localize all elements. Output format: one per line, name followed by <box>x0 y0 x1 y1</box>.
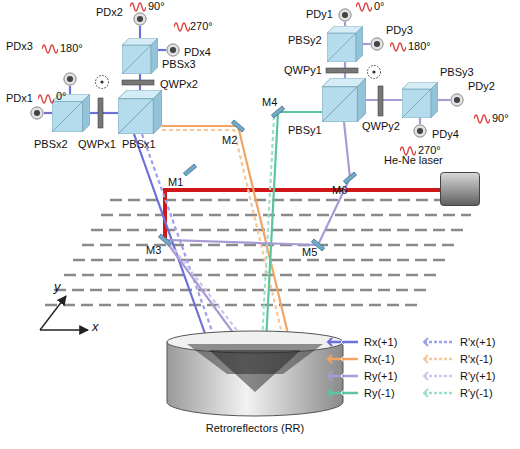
legend-line <box>424 392 454 395</box>
axis-label: x <box>92 320 99 333</box>
legend-line <box>328 358 358 361</box>
phase-label: 90° <box>148 0 165 13</box>
qwp-label: QWPy2 <box>362 120 400 133</box>
retroreflector-shape <box>165 330 345 420</box>
legend-text: Ry(+1) <box>364 370 397 382</box>
legend-arrowhead <box>328 338 332 346</box>
mirror-label: M4 <box>262 96 277 109</box>
prism-shape <box>209 350 301 392</box>
retroreflector: Retroreflectors (RR) <box>165 330 345 420</box>
legend-chevron <box>437 373 440 379</box>
pbs-label: PBSy1 <box>288 124 322 137</box>
legend-chevron <box>341 390 344 396</box>
legend: Rx(+1) R'x(+1) Rx(-1) R'x(-1) Ry(+1) R'y(+1) R… <box>326 336 520 408</box>
legend-arrowhead <box>328 389 332 397</box>
legend-text: Rx(-1) <box>364 353 395 365</box>
phase-label: 90° <box>492 112 509 125</box>
axis-label: y <box>54 280 61 293</box>
laser-housing <box>441 173 480 206</box>
node-label: Retroreflectors (RR) <box>165 422 345 435</box>
pbs-label: PBSx1 <box>122 138 156 151</box>
legend-text: R'y(-1) <box>460 387 493 399</box>
legend-line <box>424 358 454 361</box>
detector-label: PDx1 <box>6 92 33 105</box>
laser-body <box>440 172 480 206</box>
qwp-label: QWPx1 <box>78 138 116 151</box>
legend-swatch <box>422 354 456 364</box>
mirror-label: M6 <box>332 184 347 197</box>
legend-chevron <box>341 339 344 345</box>
cylinder-body <box>167 342 343 416</box>
phase-label: 180° <box>60 42 83 55</box>
legend-item: Rx(+1) <box>326 336 397 348</box>
legend-swatch <box>326 388 360 398</box>
legend-arrowhead <box>328 372 332 380</box>
legend-chevron <box>437 356 440 362</box>
legend-arrowhead <box>424 389 428 397</box>
legend-chevron <box>437 390 440 396</box>
legend-line <box>424 375 454 378</box>
legend-swatch <box>326 337 360 347</box>
legend-chevron <box>437 339 440 345</box>
legend-item: Rx(-1) <box>326 353 395 365</box>
mirror-label: M2 <box>222 134 237 147</box>
legend-line <box>328 375 358 378</box>
legend-line <box>328 392 358 395</box>
detector-label: PDx4 <box>184 46 211 59</box>
detector-label: PDy1 <box>306 8 333 21</box>
legend-arrowhead <box>424 338 428 346</box>
legend-arrowhead <box>328 355 332 363</box>
legend-arrowhead <box>424 372 428 380</box>
detector-label: PDy3 <box>386 24 413 37</box>
legend-item: Ry(-1) <box>326 387 395 399</box>
legend-item: R'y(-1) <box>422 387 493 399</box>
pbs-label: PBSx2 <box>34 138 68 151</box>
legend-chevron <box>341 373 344 379</box>
legend-swatch <box>422 388 456 398</box>
detector-label: PDx2 <box>96 6 123 19</box>
laser-source: He-Ne laser <box>440 172 480 206</box>
legend-item: R'y(+1) <box>422 370 495 382</box>
legend-item: R'x(-1) <box>422 353 493 365</box>
mirror-label: M1 <box>168 176 183 189</box>
legend-swatch <box>422 337 456 347</box>
detector-label: PDy2 <box>468 80 495 93</box>
legend-swatch <box>422 371 456 381</box>
legend-item: R'x(+1) <box>422 336 495 348</box>
legend-swatch <box>326 371 360 381</box>
phase-label: 0° <box>56 90 67 103</box>
legend-text: Rx(+1) <box>364 336 397 348</box>
legend-text: R'x(-1) <box>460 353 493 365</box>
detector-label: PDx3 <box>6 40 33 53</box>
legend-line <box>424 341 454 344</box>
detector-label: PDy4 <box>432 128 459 141</box>
legend-text: R'x(+1) <box>460 336 495 348</box>
phase-label: 180° <box>408 40 431 53</box>
mirror-label: M5 <box>302 246 317 259</box>
legend-swatch <box>326 354 360 364</box>
phase-label: 0° <box>374 0 385 13</box>
phase-label: 270° <box>418 144 441 157</box>
pbs-label: PBSx3 <box>162 58 196 71</box>
legend-chevron <box>341 356 344 362</box>
legend-item: Ry(+1) <box>326 370 397 382</box>
legend-line <box>328 341 358 344</box>
legend-text: R'y(+1) <box>460 370 495 382</box>
qwp-label: QWPx2 <box>160 78 198 91</box>
legend-arrowhead <box>424 355 428 363</box>
mirror-label: M3 <box>146 244 161 257</box>
qwp-label: QWPy1 <box>284 64 322 77</box>
pbs-label: PBSy2 <box>288 34 322 47</box>
legend-text: Ry(-1) <box>364 387 395 399</box>
phase-label: 270° <box>190 20 213 33</box>
pbs-label: PBSy3 <box>440 66 474 79</box>
